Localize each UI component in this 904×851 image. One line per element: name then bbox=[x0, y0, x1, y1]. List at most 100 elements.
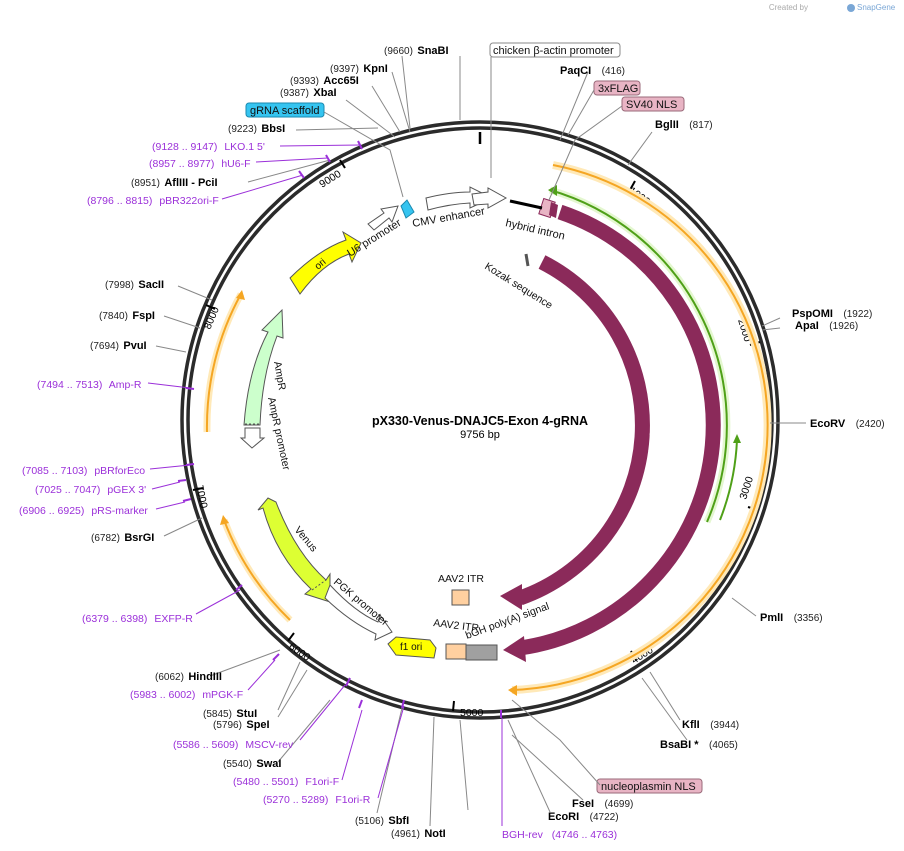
flag-box bbox=[593, 80, 641, 96]
grna-scaffold-arrow bbox=[400, 199, 415, 219]
restriction-sites: (9660) SnaBI (9397) KpnI (9393) Acc65I (… bbox=[90, 41, 885, 841]
venus-arrow bbox=[257, 497, 331, 603]
primer-exfpr: (6379 .. 6398) EXFP-R bbox=[82, 613, 193, 625]
site-bsrgi: (6782) BsrGI bbox=[91, 528, 154, 545]
cas9-inner-arc bbox=[517, 255, 650, 606]
ampr-promoter-label: AmpR promoter bbox=[265, 396, 292, 471]
chicken-promoter-box bbox=[489, 42, 621, 58]
primer-marks bbox=[177, 140, 502, 718]
kozak-mark bbox=[524, 253, 530, 267]
cas9-outer-label: Cas9 bbox=[694, 436, 707, 461]
site-swai: (5540) SwaI bbox=[223, 754, 281, 771]
ampr-promoter-arrow bbox=[239, 427, 266, 449]
venus-dash bbox=[311, 579, 327, 591]
aav2-itr-box-1 bbox=[451, 589, 470, 606]
hybrid-intron-bar bbox=[509, 199, 543, 210]
grna-scaffold-label: gRNA scaffold bbox=[250, 105, 320, 117]
site-kfli: KflI (3944) bbox=[682, 715, 739, 732]
credit-brand: SnapGene bbox=[857, 3, 896, 12]
site-sbfi: (5106) SbfI bbox=[355, 811, 409, 828]
ampr-arrow bbox=[243, 308, 284, 426]
orf-arc-right-line bbox=[511, 164, 769, 691]
site-pspomi: PspOMI (1922) bbox=[792, 304, 872, 321]
site-noti: (4961) NotI bbox=[391, 824, 446, 841]
cas9-outer-arc bbox=[518, 204, 721, 656]
primer-ampr: (7494 .. 7513) Amp-R bbox=[37, 379, 142, 391]
ampr-label: AmpR bbox=[271, 360, 288, 391]
tick-label: 3000 bbox=[737, 475, 756, 501]
primer-hu6f: (8957 .. 8977) hU6-F bbox=[149, 158, 251, 170]
site-ecorv: EcoRV (2420) bbox=[810, 414, 885, 431]
tick-label: 5000 bbox=[460, 707, 484, 719]
backbone-inner bbox=[186, 126, 774, 714]
site-fspi: (7840) FspI bbox=[99, 306, 155, 323]
primer-pbr322ori: (8796 .. 8815) pBR322ori-F bbox=[87, 195, 219, 207]
f1-ori-arrow bbox=[387, 636, 437, 659]
sv40-nls-box bbox=[621, 96, 685, 112]
site-sacii: (7998) SacII bbox=[105, 275, 164, 292]
primer-mpgkf: (5983 .. 6002) mPGK-F bbox=[130, 689, 243, 701]
orf-green-small-arrowhead bbox=[733, 434, 741, 443]
primers: (9128 .. 9147) LKO.1 5' (8957 .. 8977) h… bbox=[19, 141, 617, 841]
leader-lines bbox=[155, 55, 806, 827]
pgk-promoter-arrow bbox=[324, 584, 393, 641]
site-kpni: (9397) KpnI bbox=[330, 59, 388, 76]
sv40-nls-label: SV40 NLS bbox=[626, 99, 677, 111]
site-hindiii: (6062) HindIII bbox=[155, 667, 222, 684]
bgh-box bbox=[465, 644, 498, 661]
plasmid-name: pX330-Venus-DNAJC5-Exon 4-gRNA bbox=[372, 414, 588, 428]
site-stui: (5845) StuI bbox=[203, 704, 257, 721]
site-bglii: BglII (817) bbox=[655, 115, 713, 132]
site-pmli: PmlI (3356) bbox=[760, 608, 823, 625]
primer-prsmarker: (6906 .. 6925) pRS-marker bbox=[19, 505, 148, 517]
site-pvui: (7694) PvuI bbox=[90, 336, 147, 353]
u6-promoter-arrow bbox=[367, 205, 399, 231]
orf-arc-left-2-line bbox=[223, 519, 291, 621]
site-ecori: EcoRI (4722) bbox=[548, 807, 619, 824]
bgh-label: bGH poly(A) signal bbox=[464, 600, 551, 641]
aav2-itr-label-2: AAV2 ITR bbox=[433, 617, 480, 635]
site-bbsi: (9223) BbsI bbox=[228, 119, 285, 136]
site-apai: ApaI (1926) bbox=[795, 316, 858, 333]
orf-arc-left-1-line bbox=[205, 293, 242, 433]
site-bsabi: BsaBI * (4065) bbox=[660, 735, 738, 752]
site-afliii: (8951) AflIII - PciI bbox=[131, 173, 218, 190]
primer-lines bbox=[147, 144, 503, 826]
site-fsei: FseI (4699) bbox=[572, 794, 633, 811]
flag-label: 3xFLAG bbox=[598, 83, 638, 95]
cas9-outer-arrowhead bbox=[503, 636, 526, 662]
chicken-promoter-label: chicken β-actin promoter bbox=[493, 45, 614, 57]
orf-arc-left-2-arrowhead bbox=[220, 515, 229, 525]
primer-f1orif: (5480 .. 5501) F1ori-F bbox=[233, 776, 339, 788]
ori-arrow bbox=[289, 230, 362, 295]
snapgene-logo-icon bbox=[847, 4, 855, 12]
site-spei: (5796) SpeI bbox=[213, 715, 270, 732]
primer-bghrev: BGH-rev (4746 .. 4763) bbox=[502, 829, 617, 841]
nucleoplasmin-nls-box bbox=[596, 778, 703, 794]
aav2-itr-box-2 bbox=[445, 643, 467, 660]
primer-pbrforeco: (7085 .. 7103) pBRforEco bbox=[22, 465, 145, 477]
f1-ori-label: f1 ori bbox=[400, 642, 422, 653]
backbone-outer bbox=[180, 120, 780, 720]
tick-label: 7000 bbox=[193, 484, 210, 509]
orf-arc-left-1-arrowhead bbox=[236, 290, 245, 300]
orf-arc-green-line bbox=[549, 189, 728, 523]
primer-pgex3: (7025 .. 7047) pGEX 3' bbox=[35, 484, 146, 496]
plasmid-size: 9756 bp bbox=[460, 429, 500, 441]
orf-arrowhead bbox=[508, 685, 517, 696]
site-snabi: (9660) SnaBI bbox=[384, 41, 449, 58]
cmv-enhancer-label: CMV enhancer bbox=[411, 205, 486, 230]
site-paqci: PaqCI (416) bbox=[560, 61, 625, 78]
cas9-inner-label: Cas9 bbox=[647, 431, 660, 456]
ori-label: ori bbox=[313, 257, 329, 273]
primer-mscvrev: (5586 .. 5609) MSCV-rev bbox=[173, 739, 294, 751]
aav2-itr-label-1: AAV2 ITR bbox=[438, 573, 484, 585]
grna-scaffold-box bbox=[245, 102, 325, 118]
credit-text: Created by bbox=[769, 3, 808, 12]
nls-segment bbox=[549, 202, 558, 218]
site-xbai: (9387) XbaI bbox=[280, 83, 337, 100]
tick-label: 6000 bbox=[286, 641, 312, 664]
cas9-inner-arrowhead bbox=[500, 584, 522, 610]
site-acc65i: (9393) Acc65I bbox=[290, 71, 359, 88]
